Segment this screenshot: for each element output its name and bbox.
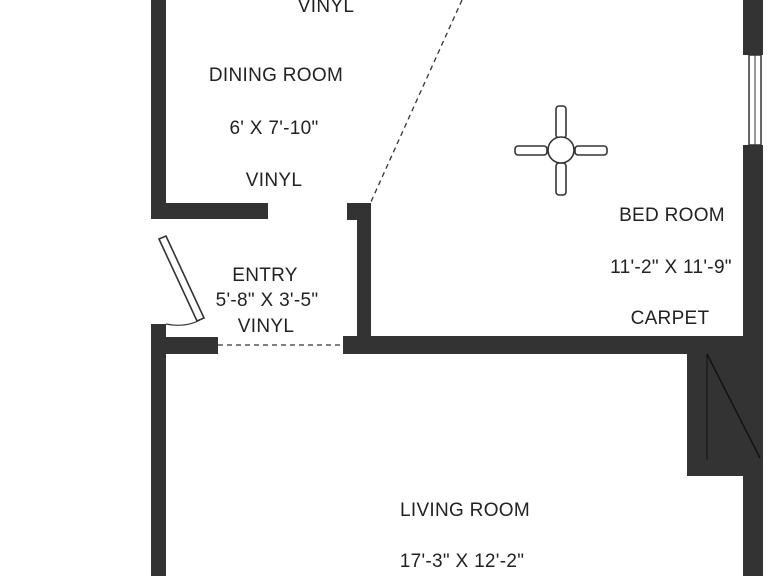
dining-room-name: DINING ROOM: [208, 65, 344, 86]
bedroom-size: 11'-2" X 11'-9": [610, 257, 732, 278]
wall-bedroom-left: [357, 203, 371, 353]
closet-detail: [706, 353, 761, 460]
dining-room-finish: VINYL: [245, 170, 303, 191]
living-room-size: 17'-3" X 12'-2": [399, 551, 525, 572]
entry-name: ENTRY: [232, 265, 298, 286]
wall-entry-bottom-left: [151, 337, 218, 354]
wall-left-upper: [151, 0, 166, 218]
bedroom-finish: CARPET: [630, 308, 710, 329]
dashed-opening-diagonal: [369, 0, 463, 205]
entry-finish: VINYL: [237, 316, 295, 337]
entry-size: 5'-8" X 3'-5": [215, 290, 319, 311]
entry-door: [157, 234, 206, 326]
bedroom-name: BED ROOM: [619, 205, 725, 226]
living-room-name: LIVING ROOM: [400, 500, 530, 521]
wall-right-middle: [743, 145, 763, 355]
window: [748, 54, 762, 146]
top-room-finish: VINYL: [297, 0, 355, 17]
wall-bedroom-bottom: [343, 336, 763, 354]
ceiling-fan-icon: [514, 105, 608, 196]
dining-room-size: 6' X 7'-10": [229, 118, 319, 139]
wall-left-lower: [151, 324, 166, 576]
wall-dining-bottom: [151, 203, 268, 219]
wall-right-top: [743, 0, 763, 55]
